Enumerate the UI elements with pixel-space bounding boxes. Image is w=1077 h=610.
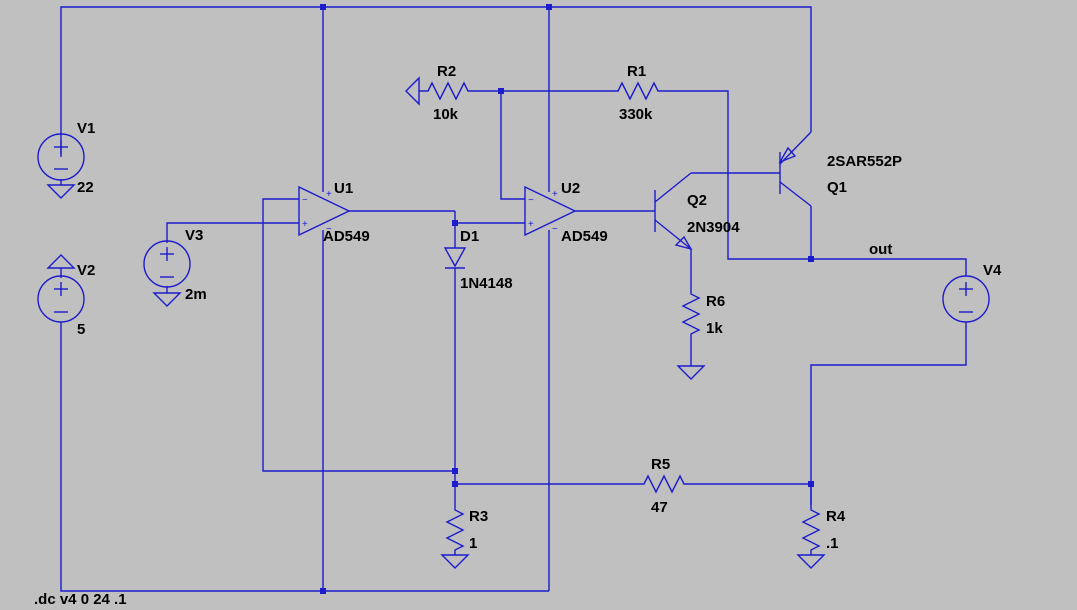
net-label-out: out [869, 241, 892, 258]
wires [60, 6, 967, 592]
r6-name: R6 [706, 293, 725, 310]
wire-out-v4 [811, 258, 967, 276]
resistor-r4[interactable]: R4 .1 [796, 484, 846, 569]
wire-v3-u1plus [166, 222, 299, 243]
ground-symbol [440, 554, 470, 569]
resistor-r5[interactable]: R5 47 [640, 456, 686, 516]
wire-bottom-rail [60, 322, 549, 592]
svg-text:−: − [528, 195, 534, 206]
v3-name: V3 [185, 227, 203, 244]
spice-directive[interactable]: .dc v4 0 24 .1 [34, 591, 127, 608]
ground-symbol [152, 292, 182, 307]
junction-dot [320, 4, 326, 10]
junction-dot [808, 256, 814, 262]
u1-model: AD549 [323, 228, 370, 245]
transistor-q2[interactable]: Q2 2N3904 [654, 172, 740, 251]
transistor-q1[interactable]: 2SAR552P Q1 [778, 131, 902, 207]
r3-value: 1 [469, 535, 477, 552]
svg-text:+: + [302, 219, 308, 230]
supply-arrow-symbol [46, 254, 76, 269]
wire-r1-out [664, 90, 811, 260]
u1-name: U1 [334, 180, 353, 197]
opamp-u1[interactable]: − + + − U1 AD549 [298, 180, 370, 245]
v4-name: V4 [983, 262, 1002, 279]
emitter-arrow [778, 146, 797, 164]
d1-model: 1N4148 [460, 275, 513, 292]
r4-value: .1 [826, 535, 839, 552]
u2-model: AD549 [561, 228, 608, 245]
opamp-u2[interactable]: − + + − U2 AD549 [524, 180, 608, 245]
q2-name: Q2 [687, 192, 707, 209]
junctions [320, 4, 814, 594]
q1-name: Q1 [827, 179, 847, 196]
r1-value: 330k [619, 106, 653, 123]
wire-u2-minus [500, 91, 525, 200]
emitter-arrow [674, 235, 693, 251]
r6-value: 1k [706, 320, 723, 337]
r3-name: R3 [469, 508, 488, 525]
resistor-r2[interactable]: R2 10k [405, 63, 474, 123]
junction-dot [452, 468, 458, 474]
voltage-source-v1[interactable]: V1 22 [37, 120, 95, 199]
resistor-r3[interactable]: R3 1 [440, 505, 488, 569]
r4-name: R4 [826, 508, 846, 525]
v1-name: V1 [77, 120, 95, 137]
diode-d1[interactable]: D1 1N4148 [443, 228, 513, 292]
ground-symbol [796, 554, 826, 569]
u2-name: U2 [561, 180, 580, 197]
resistor-r1[interactable]: R1 330k [612, 63, 664, 123]
junction-dot [452, 220, 458, 226]
resistor-r6[interactable]: R6 1k [676, 290, 725, 380]
q1-model: 2SAR552P [827, 153, 902, 170]
v2-name: V2 [77, 262, 95, 279]
v3-value: 2m [185, 286, 207, 303]
junction-dot [546, 4, 552, 10]
r2-value: 10k [433, 106, 459, 123]
d1-name: D1 [460, 228, 479, 245]
wire-u1-feedback [262, 198, 455, 472]
svg-text:−: − [326, 224, 332, 235]
wire-top-rail [60, 6, 812, 157]
voltage-source-v3[interactable]: V3 2m [143, 227, 207, 307]
svg-text:−: − [552, 224, 558, 235]
v1-value: 22 [77, 179, 94, 196]
wire-d1-u2plus [454, 211, 525, 224]
junction-dot [498, 88, 504, 94]
svg-text:−: − [302, 195, 308, 206]
r5-name: R5 [651, 456, 670, 473]
ground-symbol [46, 184, 76, 199]
wire-v4-minus [810, 322, 967, 505]
r1-name: R1 [627, 63, 646, 80]
junction-dot [452, 481, 458, 487]
v2-value: 5 [77, 321, 85, 338]
r5-value: 47 [651, 499, 668, 516]
r2-name: R2 [437, 63, 456, 80]
junction-dot [320, 588, 326, 594]
ground-symbol [676, 365, 706, 380]
voltage-source-v4[interactable]: V4 [942, 262, 1002, 323]
voltage-source-v2[interactable]: V2 5 [37, 254, 95, 338]
svg-text:+: + [326, 189, 332, 200]
ground-symbol [405, 76, 420, 106]
svg-text:+: + [528, 219, 534, 230]
svg-text:+: + [552, 189, 558, 200]
q2-model: 2N3904 [687, 219, 740, 236]
